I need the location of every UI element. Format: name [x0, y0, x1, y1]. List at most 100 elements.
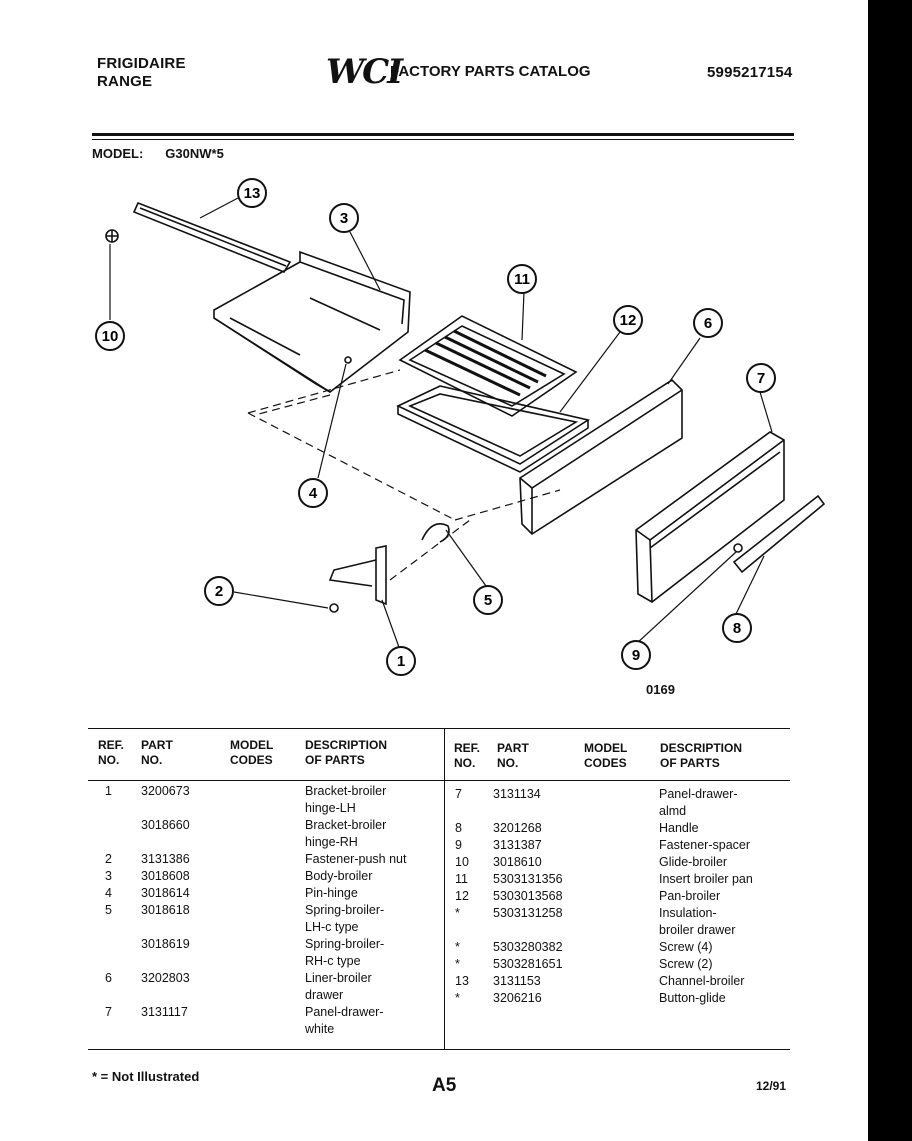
part-liner-broiler-drawer	[519, 378, 683, 536]
part-channel-broiler	[132, 201, 292, 273]
part-spring-broiler	[421, 523, 450, 543]
part-number: 3131386	[141, 852, 190, 866]
part-body-broiler	[213, 250, 411, 393]
part-description: hinge-RH	[305, 835, 358, 849]
product-name: RANGE	[97, 73, 153, 90]
part-description: Glide-broiler	[659, 855, 728, 869]
callout-10: 10	[95, 321, 125, 351]
part-number: 5303281651	[493, 957, 563, 971]
model-value: G30NW*5	[165, 146, 224, 161]
brand-name: FRIGIDAIRE	[97, 55, 186, 72]
table-top-rule	[88, 728, 790, 729]
ref-number: 8	[455, 821, 462, 835]
table-column-divider	[444, 728, 445, 1049]
part-description: hinge-LH	[305, 801, 356, 815]
svg-text:8: 8	[733, 620, 741, 637]
part-description: Panel-drawer-	[659, 787, 738, 801]
part-number: 5303131258	[493, 906, 563, 920]
model-line: MODEL:G30NW*5	[92, 146, 224, 161]
part-description: Insert broiler pan	[659, 872, 753, 886]
part-description: Bracket-broiler	[305, 818, 387, 832]
svg-text:1: 1	[397, 653, 405, 670]
table-bottom-rule	[88, 1049, 790, 1050]
header-rule-thick	[92, 133, 794, 136]
svg-text:6: 6	[704, 315, 712, 332]
part-fastener-push-nut	[329, 603, 339, 613]
part-number: 3018610	[493, 855, 542, 869]
ref-number: 10	[455, 855, 469, 869]
svg-text:13: 13	[244, 185, 261, 202]
part-description: broiler drawer	[659, 923, 736, 937]
svg-text:10: 10	[102, 328, 119, 345]
ref-number: *	[455, 906, 460, 920]
part-number: 3018614	[141, 886, 190, 900]
ref-number: 1	[105, 784, 112, 798]
part-number: 3202803	[141, 971, 190, 985]
callout-1: 1	[386, 646, 416, 676]
part-fastener-spacer	[733, 543, 743, 553]
ref-number: 12	[455, 889, 469, 903]
part-description: white	[305, 1022, 335, 1036]
svg-text:11: 11	[514, 271, 530, 288]
callout-badges: 13 10 3 11 12 6 7 4 2 5 1 9 8	[95, 178, 776, 676]
part-glide-broiler	[105, 229, 119, 243]
part-number: 3131153	[493, 974, 541, 988]
ref-number: 11	[455, 872, 468, 886]
exploded-parts-diagram: 13 10 3 11 12 6 7 4 2 5 1 9 8	[95, 178, 826, 676]
part-description: LH-c type	[305, 920, 359, 934]
part-description: Screw (2)	[659, 957, 713, 971]
part-description: Panel-drawer-	[305, 1005, 384, 1019]
callout-11: 11	[507, 264, 537, 294]
ref-number: *	[455, 940, 460, 954]
svg-text:3: 3	[340, 210, 348, 227]
drawing-code: 0169	[646, 682, 675, 697]
header-ref-left: REF.NO.	[98, 738, 125, 767]
part-description: Channel-broiler	[659, 974, 745, 988]
part-number: 5303013568	[493, 889, 563, 903]
part-number: 3018618	[141, 903, 190, 917]
callout-6: 6	[693, 308, 723, 338]
catalog-page: FRIGIDAIRE RANGE WCI FACTORY PARTS CATAL…	[0, 0, 868, 1141]
part-number: 3201268	[493, 821, 542, 835]
part-description: Screw (4)	[659, 940, 713, 954]
part-description: Fastener-spacer	[659, 838, 751, 852]
part-description: almd	[659, 804, 687, 818]
revision-date: 12/91	[756, 1079, 787, 1093]
callout-leaders	[109, 197, 773, 651]
ref-number: 9	[455, 838, 462, 852]
part-insert-broiler-pan	[398, 315, 578, 417]
ref-number: *	[455, 991, 460, 1005]
part-description: Fastener-push nut	[305, 852, 407, 866]
svg-text:2: 2	[215, 583, 223, 600]
part-handle	[732, 494, 826, 574]
part-number: 3018660	[141, 818, 190, 832]
part-description: Bracket-broiler	[305, 784, 387, 798]
svg-text:12: 12	[620, 312, 637, 329]
ref-number: 13	[455, 974, 469, 988]
callout-12: 12	[613, 305, 643, 335]
wci-logo: WCI	[326, 52, 403, 92]
part-bracket-broiler-hinge	[328, 545, 387, 606]
part-description: Body-broiler	[305, 869, 373, 883]
part-number: 5303280382	[493, 940, 563, 954]
svg-text:4: 4	[309, 485, 318, 502]
callout-5: 5	[473, 585, 503, 615]
callout-4: 4	[298, 478, 328, 508]
callout-2: 2	[204, 576, 234, 606]
ref-number: 2	[105, 852, 112, 866]
part-description: Liner-broiler	[305, 971, 372, 985]
not-illustrated-note: * = Not Illustrated	[92, 1069, 200, 1084]
catalog-title: FACTORY PARTS CATALOG	[390, 63, 591, 80]
part-panel-drawer	[635, 431, 785, 603]
svg-text:5: 5	[484, 592, 492, 609]
part-description: RH-c type	[305, 954, 361, 968]
part-number: 3018619	[141, 937, 190, 951]
ref-number: 3	[105, 869, 112, 883]
part-description: Spring-broiler-	[305, 937, 385, 951]
